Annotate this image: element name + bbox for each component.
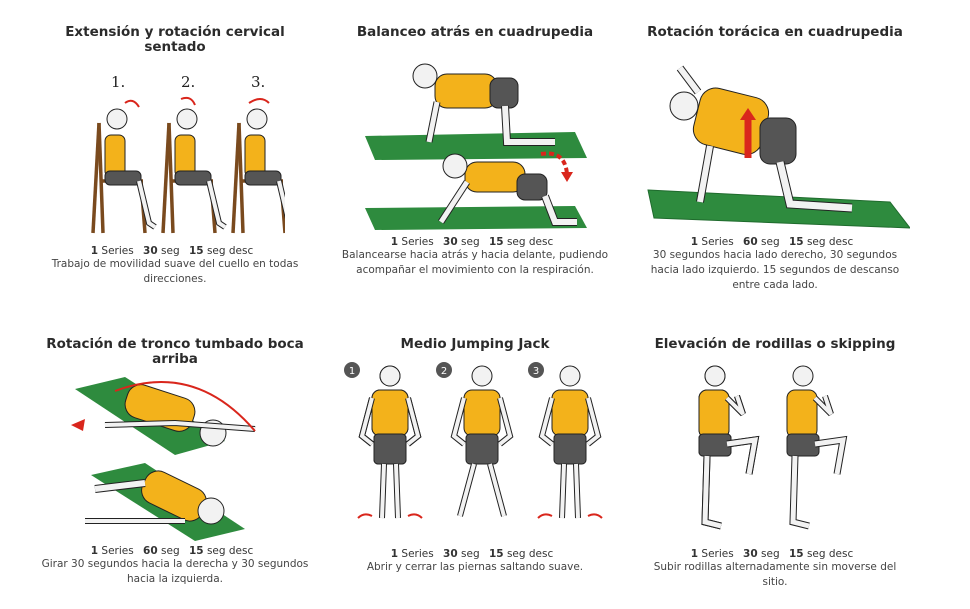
exercise-stats: 1 Series 30 seg 15 seg desc: [625, 548, 925, 560]
seated-neck-illustration: 1. 2. 3.: [91, 73, 285, 243]
work-value: 60: [143, 545, 158, 557]
thoracic-rotation-illustration: [647, 65, 910, 229]
rest-value: 15: [488, 548, 504, 560]
exercise-stats: 1 Series 30 seg 15 seg desc: [25, 245, 325, 257]
series-label: Series: [701, 236, 734, 248]
series-value: 1: [390, 236, 399, 248]
exercise-stats: 1 Series 60 seg 15 seg desc: [25, 545, 325, 557]
work-label: seg: [461, 548, 480, 560]
work-value: 30: [443, 236, 458, 248]
exercise-card-cervical: Extensión y rotación cervical sentado 1.…: [25, 25, 325, 287]
rest-label: seg desc: [506, 548, 554, 560]
exercise-stats: 1 Series 30 seg 15 seg desc: [325, 236, 625, 248]
rest-value: 15: [788, 236, 804, 248]
exercise-title: Elevación de rodillas o skipping: [654, 336, 896, 352]
exercise-title: Rotación de tronco tumbado boca arriba: [46, 336, 304, 367]
step-label: 1.: [111, 73, 125, 91]
exercise-card-skipping: Elevación de rodillas o skipping 1 Serie…: [625, 337, 925, 590]
rest-label: seg desc: [206, 545, 254, 557]
exercise-description: Balancearse hacia atrás y hacia delante,…: [341, 249, 609, 276]
series-label: Series: [101, 245, 134, 257]
supine-rotation-illustration: [71, 377, 256, 541]
work-value: 30: [143, 245, 158, 257]
series-value: 1: [90, 245, 99, 257]
exercise-card-supine-trunk-rotation: Rotación de tronco tumbado boca arriba 1…: [25, 337, 325, 587]
rest-value: 15: [188, 245, 204, 257]
step-label: 3: [533, 366, 539, 377]
rest-label: seg desc: [806, 548, 854, 560]
rest-value: 15: [188, 545, 204, 557]
work-label: seg: [761, 548, 780, 560]
exercise-title: Balanceo atrás en cuadrupedia: [356, 24, 594, 40]
jumping-jack-illustration: 1 2 3: [344, 362, 603, 519]
exercise-title: Medio Jumping Jack: [400, 336, 550, 352]
seated-figure-group: [91, 108, 157, 234]
series-value: 1: [90, 545, 99, 557]
step-badges: 1 2 3: [344, 362, 544, 378]
series-label: Series: [401, 548, 434, 560]
exercise-title: Extensión y rotación cervical sentado: [65, 24, 285, 55]
step-label: 3.: [251, 73, 265, 91]
exercise-stats: 1 Series 30 seg 15 seg desc: [325, 548, 625, 560]
work-label: seg: [761, 236, 780, 248]
rest-value: 15: [788, 548, 804, 560]
rest-value: 15: [488, 236, 504, 248]
series-label: Series: [101, 545, 134, 557]
work-label: seg: [461, 236, 480, 248]
work-label: seg: [161, 545, 180, 557]
quadruped-rock-illustration: [365, 63, 587, 230]
exercise-description: Abrir y cerrar las piernas saltando suav…: [366, 561, 584, 573]
exercise-description: Girar 30 segundos hacia la derecha y 30 …: [41, 558, 309, 585]
work-value: 30: [743, 548, 758, 560]
rest-label: seg desc: [806, 236, 854, 248]
exercise-description: 30 segundos hacia lado derecho, 30 segun…: [650, 249, 900, 291]
step-label: 2: [441, 366, 447, 377]
series-value: 1: [690, 548, 699, 560]
exercise-card-quadruped-rock: Balanceo atrás en cuadrupedia 1 Series 3…: [325, 25, 625, 278]
step-label: 2.: [181, 73, 195, 91]
exercise-card-thoracic-rotation: Rotación torácica en cuadrupedia 1 Serie…: [625, 25, 925, 293]
exercise-card-half-jumping-jack: Medio Jumping Jack 1 2 3: [325, 337, 625, 575]
rest-label: seg desc: [206, 245, 254, 257]
exercise-description: Subir rodillas alternadamente sin movers…: [653, 561, 897, 588]
exercise-title: Rotación torácica en cuadrupedia: [647, 24, 903, 40]
exercise-description: Trabajo de movilidad suave del cuello en…: [51, 258, 299, 285]
series-value: 1: [390, 548, 399, 560]
step-label: 1: [349, 366, 355, 377]
series-label: Series: [401, 236, 434, 248]
work-value: 30: [443, 548, 458, 560]
exercise-stats: 1 Series 60 seg 15 seg desc: [625, 236, 925, 248]
work-label: seg: [161, 245, 180, 257]
series-value: 1: [690, 236, 699, 248]
rest-label: seg desc: [506, 236, 554, 248]
series-label: Series: [701, 548, 734, 560]
work-value: 60: [743, 236, 758, 248]
skipping-illustration: [655, 358, 895, 546]
